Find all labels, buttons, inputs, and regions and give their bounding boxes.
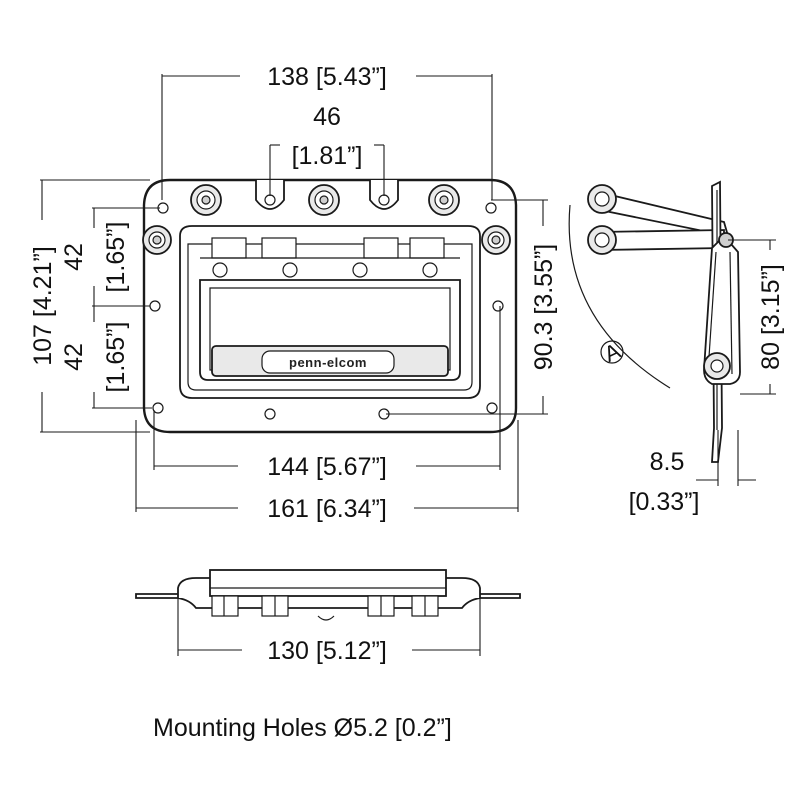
brand-logo-frame — [261, 350, 395, 374]
dim-lower-hole-width: 144 [5.67”] — [153, 306, 501, 481]
bail-rivets — [212, 262, 438, 278]
dim-recess-width: 130 [5.12”] — [177, 598, 481, 665]
svg-text:138 [5.43”]: 138 [5.43”] — [267, 63, 387, 91]
brand-logo: penn-elcom — [289, 355, 367, 370]
bottom-tabs — [211, 595, 439, 621]
svg-text:107 [4.21”]: 107 [4.21”] — [29, 246, 57, 366]
dim-center-spacing: 46 [1.81”] — [269, 103, 385, 196]
swing-arc — [568, 204, 671, 389]
bottom-view: 130 [5.12”] — [135, 569, 521, 665]
grommet-holes — [142, 184, 511, 255]
mounting-holes-note: Mounting Holes Ø5.2 [0.2”] — [153, 714, 452, 742]
dim-overall-width: 161 [6.34”] — [135, 420, 519, 523]
handle-body-bottom — [209, 569, 447, 597]
recess-inner-outline — [187, 243, 473, 391]
dim-width-holes: 138 [5.43”] — [161, 63, 493, 200]
dim-inner-height: 90.3 [3.55”] — [386, 199, 558, 415]
svg-text:130 [5.12”]: 130 [5.12”] — [267, 637, 387, 665]
hinge-tabs — [211, 237, 445, 259]
dim-lower-offset: 42 [1.65”] — [60, 306, 152, 409]
bail-arms — [587, 184, 730, 255]
svg-text:46: 46 — [313, 103, 341, 131]
svg-text:[1.65”]: [1.65”] — [102, 222, 130, 293]
dim-depth: 8.5 [0.33”] — [629, 430, 756, 516]
folded-bail — [703, 232, 741, 385]
svg-text:90.3 [3.55”]: 90.3 [3.55”] — [530, 244, 558, 370]
recess-outline — [179, 225, 481, 399]
svg-text:[0.33”]: [0.33”] — [629, 488, 700, 516]
svg-text:144 [5.67”]: 144 [5.67”] — [267, 453, 387, 481]
svg-text:[1.65”]: [1.65”] — [102, 322, 130, 393]
svg-text:8.5: 8.5 — [650, 448, 685, 476]
svg-text:42: 42 — [60, 343, 88, 371]
dim-upper-offset: 42 [1.65”] — [60, 207, 160, 307]
svg-text:42: 42 — [60, 243, 88, 271]
handle-bail-inner — [209, 287, 451, 371]
mounting-holes — [149, 194, 504, 420]
dim-handle-height: 80 [3.15”] — [728, 239, 785, 395]
svg-text:80 [3.15”]: 80 [3.15”] — [757, 264, 785, 370]
side-view: A 80 [3.15 — [568, 180, 785, 516]
svg-text:161 [6.34”]: 161 [6.34”] — [267, 495, 387, 523]
front-view: penn-elcom — [29, 63, 558, 523]
arc-label: A — [600, 338, 624, 367]
svg-text:[1.81”]: [1.81”] — [292, 142, 363, 170]
dim-overall-height: 107 [4.21”] — [29, 179, 150, 433]
